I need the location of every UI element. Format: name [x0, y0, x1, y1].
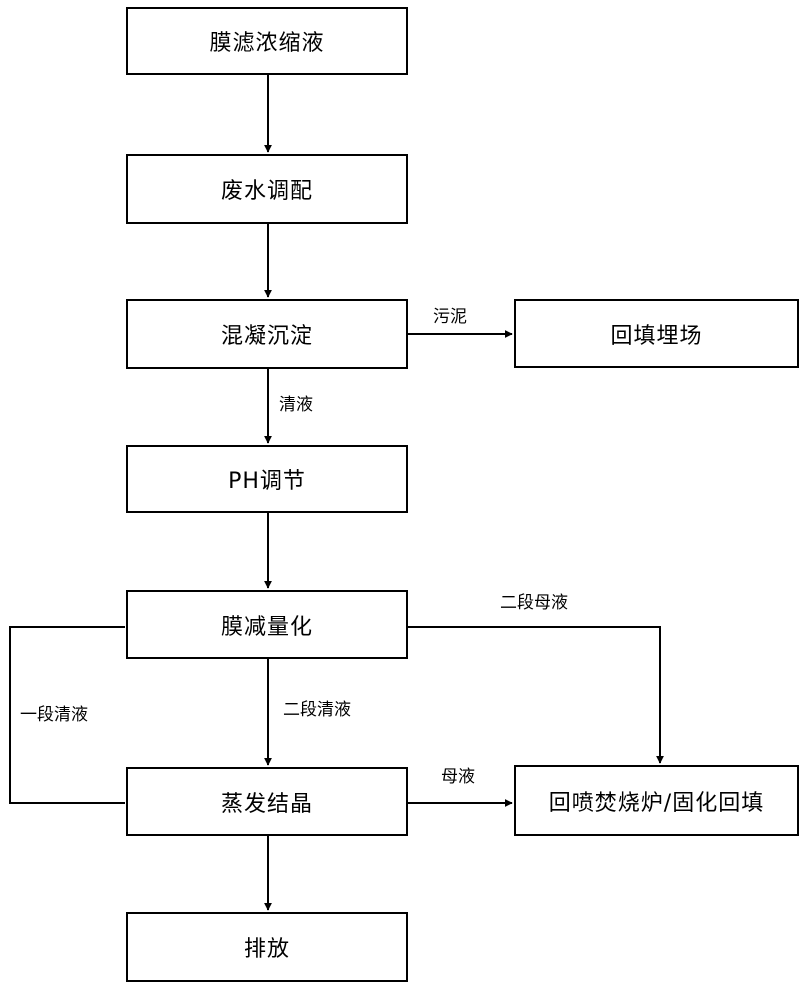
- node-label: 蒸发结晶: [220, 791, 313, 817]
- node-landfill-backfill: 回填埋场: [514, 299, 799, 368]
- edge-label-stage1-clear-liquid: 一段清液: [20, 705, 88, 725]
- node-label: 排放: [243, 937, 290, 962]
- edge-label-sludge: 污泥: [433, 307, 467, 327]
- node-discharge: 排放: [126, 912, 408, 982]
- node-membrane-reduction: 膜减量化: [126, 590, 408, 659]
- arrow-membrane-to-incinerator: [408, 626, 664, 764]
- node-coagulation-sedimentation: 混凝沉淀: [126, 299, 408, 369]
- node-label: 膜滤浓缩液: [209, 31, 325, 56]
- node-wastewater-blending: 废水调配: [126, 154, 408, 224]
- edge-label-stage2-clear-liquid: 二段清液: [283, 700, 351, 720]
- node-ph-adjustment: PH调节: [126, 445, 408, 513]
- edge-label-clear-liquid: 清液: [279, 395, 313, 415]
- node-membrane-concentrate: 膜滤浓缩液: [126, 7, 408, 75]
- node-evaporation-crystallization: 蒸发结晶: [126, 767, 408, 836]
- node-label: 废水调配: [220, 179, 313, 204]
- node-label: 回填埋场: [610, 323, 703, 349]
- line-stage1-clear-liquid-loop: [9, 626, 125, 804]
- node-incinerator-backfill: 回喷焚烧炉/固化回填: [514, 765, 799, 836]
- edge-label-stage2-mother-liquor: 二段母液: [500, 593, 568, 613]
- node-label: 回喷焚烧炉/固化回填: [548, 790, 765, 816]
- node-label: 混凝沉淀: [220, 324, 313, 349]
- node-label: 膜减量化: [220, 614, 313, 640]
- node-label: PH调节: [228, 469, 306, 494]
- edge-label-mother-liquor: 母液: [441, 767, 475, 787]
